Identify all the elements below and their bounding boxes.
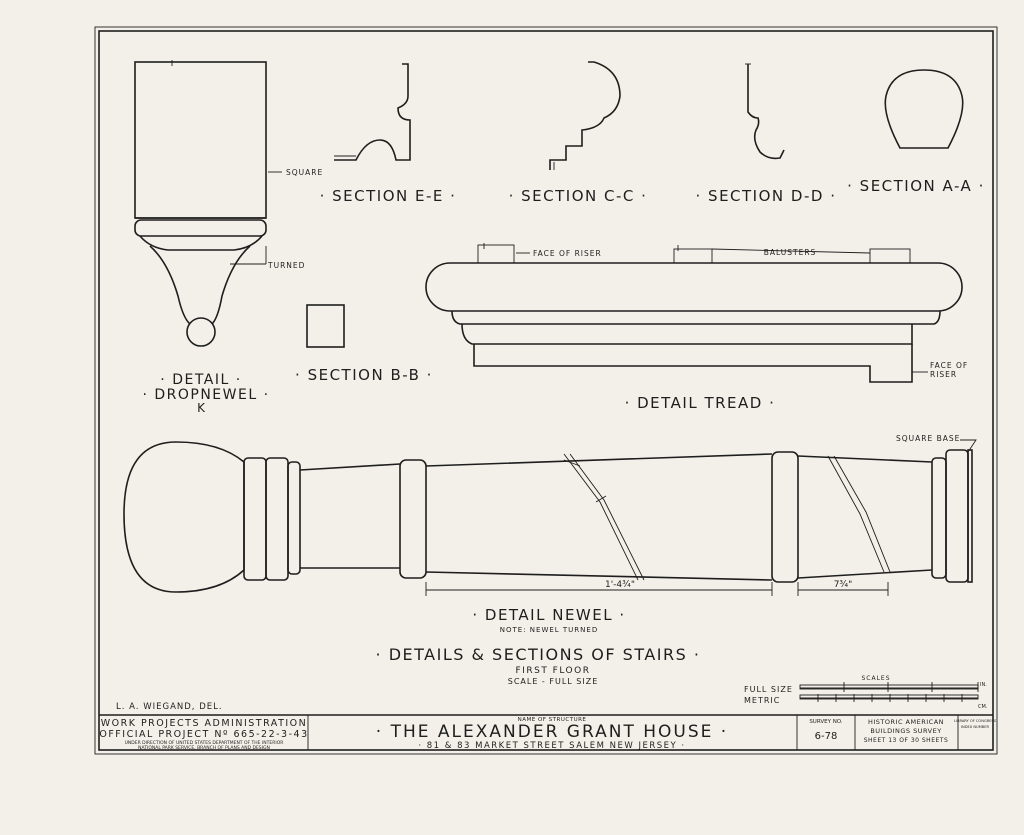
inner-border (98, 30, 994, 751)
newel-title: · DETAIL NEWEL · (472, 606, 625, 624)
title-block (99, 714, 993, 750)
scale-cm: CM. (978, 704, 988, 710)
scale-in: IN. (980, 682, 987, 688)
structure-address: · 81 & 83 MARKET STREET SALEM NEW JERSEY… (418, 741, 685, 751)
structure-name-label: NAME OF STRUCTURE (518, 717, 587, 723)
label-face-of-riser-top: FACE OF RISER (533, 249, 602, 258)
section-e-e-drawing (334, 63, 411, 161)
scale-full-size: FULL SIZE (744, 685, 793, 694)
dropnewel-drawing (134, 60, 282, 347)
scale-note: SCALE - FULL SIZE (508, 677, 599, 686)
habs-line-2: BUILDINGS SURVEY (870, 727, 941, 735)
label-square-base: SQUARE BASE (896, 434, 960, 443)
newel-dim-2: 7¾" (834, 580, 853, 590)
scales-heading: SCALES (861, 675, 890, 682)
label-face-of-riser-side-2: RISER (930, 370, 957, 379)
label-balusters: BALUSTERS (764, 248, 817, 257)
dropnewel-title-1: · DETAIL · (160, 372, 241, 388)
wpa-line-3: UNDER DIRECTION OF UNITED STATES DEPARTM… (125, 740, 284, 746)
label-square: SQUARE (286, 168, 323, 177)
section-d-d-label: · SECTION D-D · (696, 187, 837, 205)
library-line-1: LIBRARY OF CONGRESS (954, 719, 997, 723)
tread-drawing (425, 243, 963, 383)
section-b-b-label: · SECTION B-B · (295, 366, 433, 384)
label-face-of-riser-side-1: FACE OF (930, 361, 968, 370)
wpa-line-1: WORK PROJECTS ADMINISTRATION (101, 718, 308, 729)
section-b-b-drawing (306, 304, 345, 348)
label-turned: TURNED (267, 261, 305, 270)
wpa-line-4: NATIONAL PARK SERVICE, BRANCH OF PLANS A… (138, 745, 270, 751)
newel-note: NOTE: NEWEL TURNED (500, 626, 598, 634)
delineator: L. A. WIEGAND, DEL. (116, 702, 223, 712)
section-c-c-drawing (549, 61, 621, 170)
floor-label: FIRST FLOOR (516, 666, 591, 676)
dropnewel-title-3: K (197, 401, 206, 415)
structure-name: · THE ALEXANDER GRANT HOUSE · (376, 722, 728, 742)
section-e-e-label: · SECTION E-E · (320, 187, 457, 205)
scale-bars (799, 682, 979, 702)
main-title: · DETAILS & SECTIONS OF STAIRS · (376, 645, 701, 664)
library-line-2: INDEX NUMBER (961, 725, 990, 729)
tread-title: · DETAIL TREAD · (625, 394, 776, 412)
section-a-a-label: · SECTION A-A · (847, 177, 985, 195)
habs-line-1: HISTORIC AMERICAN (868, 718, 944, 726)
habs-line-3: SHEET 13 OF 30 SHEETS (864, 737, 949, 744)
newel-drawing (123, 439, 977, 596)
section-c-c-label: · SECTION C-C · (509, 187, 648, 205)
survey-no-label: SURVEY NO. (809, 719, 843, 725)
section-a-a-drawing (884, 69, 964, 149)
outer-border (94, 26, 998, 755)
newel-dim-1: 1'-4¾" (605, 580, 635, 590)
scale-metric: METRIC (744, 696, 780, 705)
dropnewel-title-2: · DROPNEWEL · (142, 387, 269, 403)
wpa-line-2: OFFICIAL PROJECT Nº 665-22-3-43 (99, 729, 308, 740)
section-d-d-drawing (745, 63, 785, 160)
survey-no: 6-78 (815, 731, 838, 742)
